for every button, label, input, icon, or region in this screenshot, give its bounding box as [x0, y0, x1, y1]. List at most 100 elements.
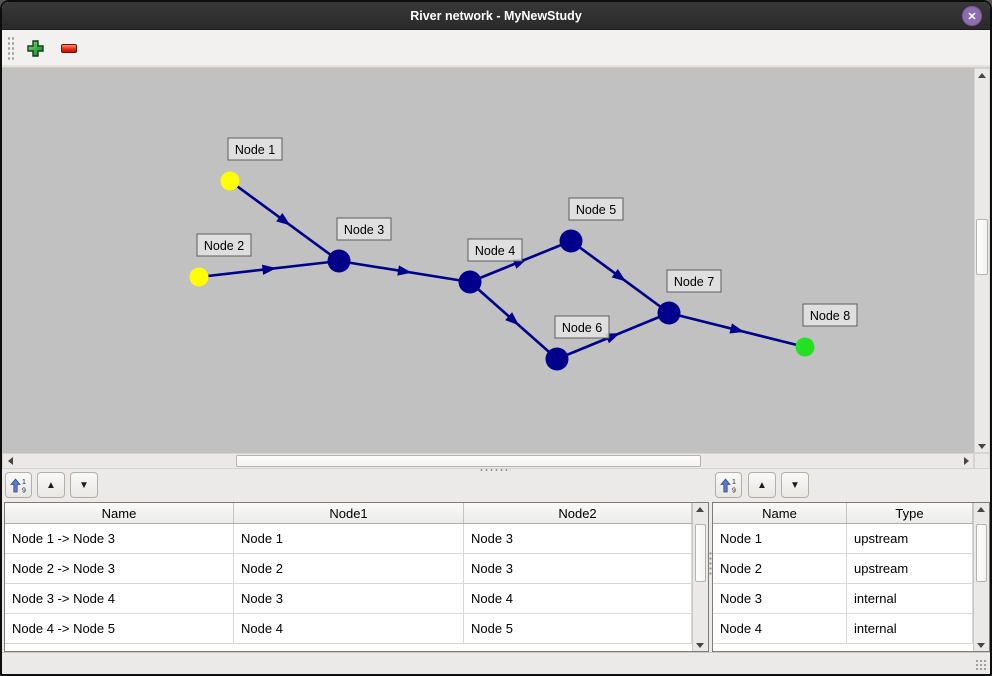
- scroll-up-button[interactable]: [975, 69, 989, 81]
- column-header-node1[interactable]: Node1: [234, 503, 464, 523]
- table-cell[interactable]: Node 1 -> Node 3: [5, 524, 234, 553]
- table-cell[interactable]: Node 4: [464, 584, 692, 613]
- node-node-2[interactable]: [189, 267, 209, 287]
- toolbar-drag-handle[interactable]: [7, 35, 15, 62]
- scroll-down-button[interactable]: [974, 639, 988, 651]
- node-label-node-3: Node 3: [344, 223, 384, 237]
- column-header-type[interactable]: Type: [847, 503, 973, 523]
- scroll-up-button[interactable]: [974, 503, 988, 515]
- table-cell[interactable]: Node 3: [464, 554, 692, 583]
- vscroll-thumb[interactable]: [976, 219, 988, 275]
- node-node-4[interactable]: [458, 270, 482, 294]
- branches-sort-button[interactable]: 1 9: [5, 472, 32, 498]
- table-cell[interactable]: internal: [847, 584, 973, 613]
- scroll-down-button[interactable]: [693, 639, 707, 651]
- hscroll-thumb[interactable]: [236, 455, 701, 467]
- svg-text:1: 1: [732, 479, 736, 486]
- table-cell[interactable]: Node 2: [234, 554, 464, 583]
- add-node-button[interactable]: [21, 35, 49, 63]
- node-label-box-node-8[interactable]: [802, 303, 858, 327]
- node-label-box-node-4[interactable]: [467, 238, 523, 262]
- table-cell[interactable]: Node 3: [234, 584, 464, 613]
- vertical-splitter-handle[interactable]: [708, 551, 713, 577]
- up-arrow-icon: [977, 506, 985, 512]
- flow-arrow-icon: [611, 268, 627, 282]
- node-node-8[interactable]: [795, 337, 815, 357]
- svg-text:1: 1: [22, 479, 26, 486]
- node-node-7[interactable]: [657, 301, 681, 325]
- node-node-1[interactable]: [220, 171, 240, 191]
- nodes-move-down-button[interactable]: ▼: [781, 472, 809, 498]
- table-cell[interactable]: upstream: [847, 554, 973, 583]
- nodes-move-up-button[interactable]: ▲: [748, 472, 776, 498]
- vscroll-thumb[interactable]: [695, 524, 706, 582]
- column-header-name[interactable]: Name: [713, 503, 847, 523]
- triangle-up-icon: ▲: [46, 479, 56, 491]
- vscroll-thumb[interactable]: [976, 524, 987, 582]
- node-label-box-node-2[interactable]: [196, 233, 252, 257]
- table-cell[interactable]: Node 4: [234, 614, 464, 643]
- nodes-sort-button[interactable]: 1 9: [715, 472, 742, 498]
- triangle-down-icon: ▼: [790, 479, 800, 491]
- up-arrow-icon: [978, 72, 986, 78]
- node-node-3[interactable]: [327, 249, 351, 273]
- minus-icon: [61, 44, 77, 53]
- table-cell[interactable]: Node 3: [464, 524, 692, 553]
- scroll-left-button[interactable]: [3, 455, 17, 467]
- table-cell[interactable]: Node 4: [713, 614, 847, 643]
- resize-grip[interactable]: [975, 659, 986, 670]
- branches-table-vscrollbar[interactable]: [692, 503, 708, 651]
- node-label-box-node-6[interactable]: [554, 315, 610, 339]
- table-cell[interactable]: Node 5: [464, 614, 692, 643]
- down-arrow-icon: [977, 642, 985, 648]
- table-cell[interactable]: Node 3: [713, 584, 847, 613]
- table-cell[interactable]: Node 3 -> Node 4: [5, 584, 234, 613]
- titlebar: River network - MyNewStudy ✕: [2, 2, 990, 30]
- scroll-up-button[interactable]: [693, 503, 707, 515]
- canvas-vscrollbar[interactable]: [974, 68, 990, 453]
- table-cell[interactable]: Node 2 -> Node 3: [5, 554, 234, 583]
- flow-arrow-icon: [261, 264, 277, 275]
- flow-arrow-icon: [505, 312, 520, 326]
- node-node-5[interactable]: [559, 229, 583, 253]
- column-header-node2[interactable]: Node2: [464, 503, 692, 523]
- node-label-box-node-7[interactable]: [666, 269, 722, 293]
- scroll-right-button[interactable]: [959, 455, 973, 467]
- scrollbar-corner: [974, 453, 990, 469]
- horizontal-splitter-handle[interactable]: [479, 468, 511, 472]
- canvas-hscrollbar[interactable]: [2, 453, 974, 469]
- left-arrow-icon: [7, 457, 13, 465]
- node-label-box-node-1[interactable]: [227, 137, 283, 161]
- table-cell[interactable]: Node 4 -> Node 5: [5, 614, 234, 643]
- table-cell[interactable]: upstream: [847, 524, 973, 553]
- scroll-down-button[interactable]: [975, 440, 989, 452]
- triangle-up-icon: ▲: [757, 479, 767, 491]
- table-cell[interactable]: internal: [847, 614, 973, 643]
- node-label-box-node-3[interactable]: [336, 217, 392, 241]
- column-header-name[interactable]: Name: [5, 503, 234, 523]
- table-cell[interactable]: Node 1: [234, 524, 464, 553]
- node-label-box-node-5[interactable]: [568, 197, 624, 221]
- table-cell[interactable]: Node 2: [713, 554, 847, 583]
- node-node-6[interactable]: [545, 347, 569, 371]
- nodes-table-vscrollbar[interactable]: [973, 503, 989, 651]
- remove-node-button[interactable]: [55, 35, 83, 63]
- close-button[interactable]: ✕: [962, 6, 982, 26]
- branches-move-down-button[interactable]: ▼: [70, 472, 98, 498]
- table-cell[interactable]: Node 1: [713, 524, 847, 553]
- up-arrow-icon: [696, 506, 704, 512]
- window-title: River network - MyNewStudy: [410, 8, 582, 23]
- branches-move-up-button[interactable]: ▲: [37, 472, 65, 498]
